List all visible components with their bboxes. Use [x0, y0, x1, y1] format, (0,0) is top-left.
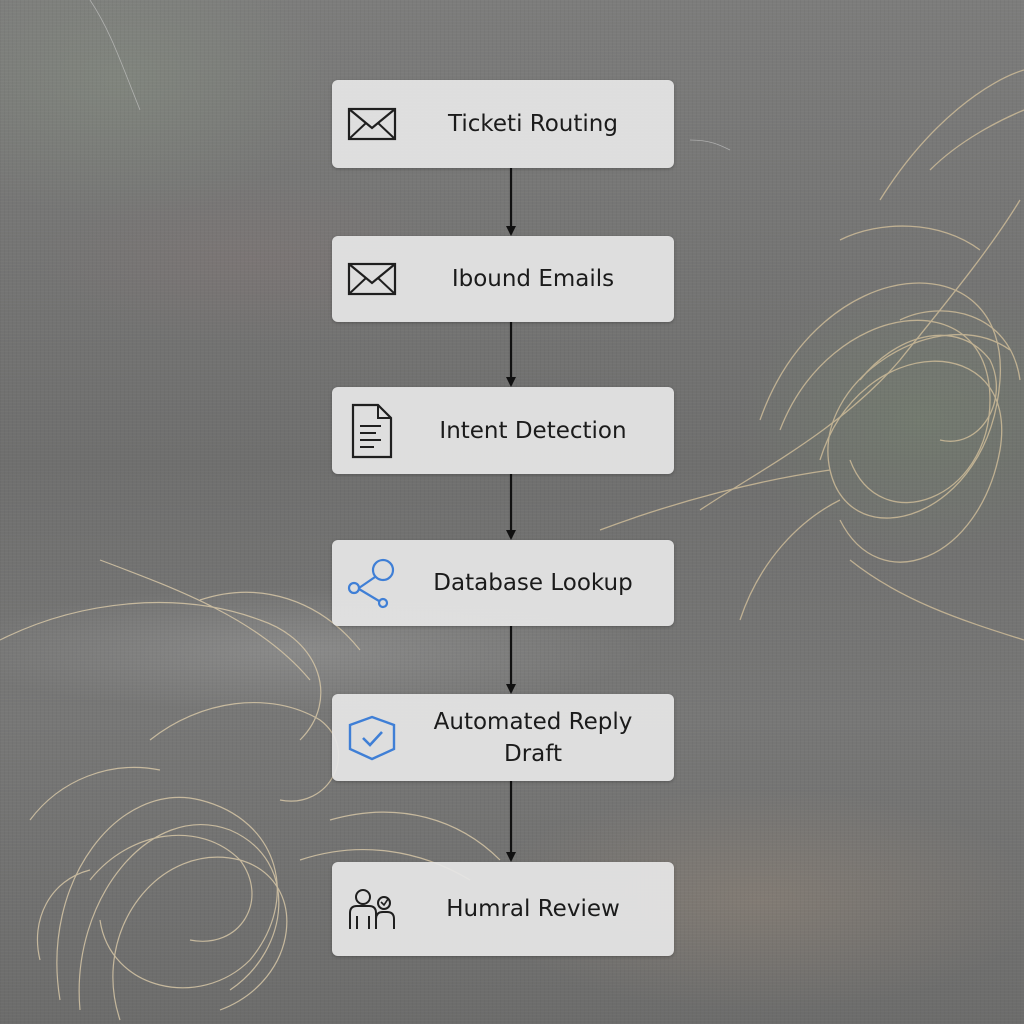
step-database-lookup: Database Lookup — [332, 540, 674, 626]
step-ticket-routing: Ticketi Routing — [332, 80, 674, 168]
step-label: Ibound Emails — [451, 266, 615, 292]
step-intent-detection: Intent Detection — [332, 387, 674, 474]
step-inbound-emails: Ibound Emails — [332, 236, 674, 322]
document-icon — [346, 403, 398, 458]
step-automated-reply-draft: Automated Reply Draft — [332, 694, 674, 781]
envelope-icon — [346, 98, 398, 150]
step-label: Automated Reply Draft — [433, 708, 633, 767]
step-label: Humral Review — [446, 896, 620, 922]
share-nodes-icon — [346, 557, 398, 609]
step-human-review: Humral Review — [332, 862, 674, 956]
envelope-icon — [346, 253, 398, 305]
step-label: Intent Detection — [439, 417, 627, 444]
step-label: Database Lookup — [433, 570, 633, 596]
step-label: Ticketi Routing — [448, 111, 618, 137]
people-icon — [346, 883, 398, 935]
shield-check-icon — [346, 712, 398, 764]
